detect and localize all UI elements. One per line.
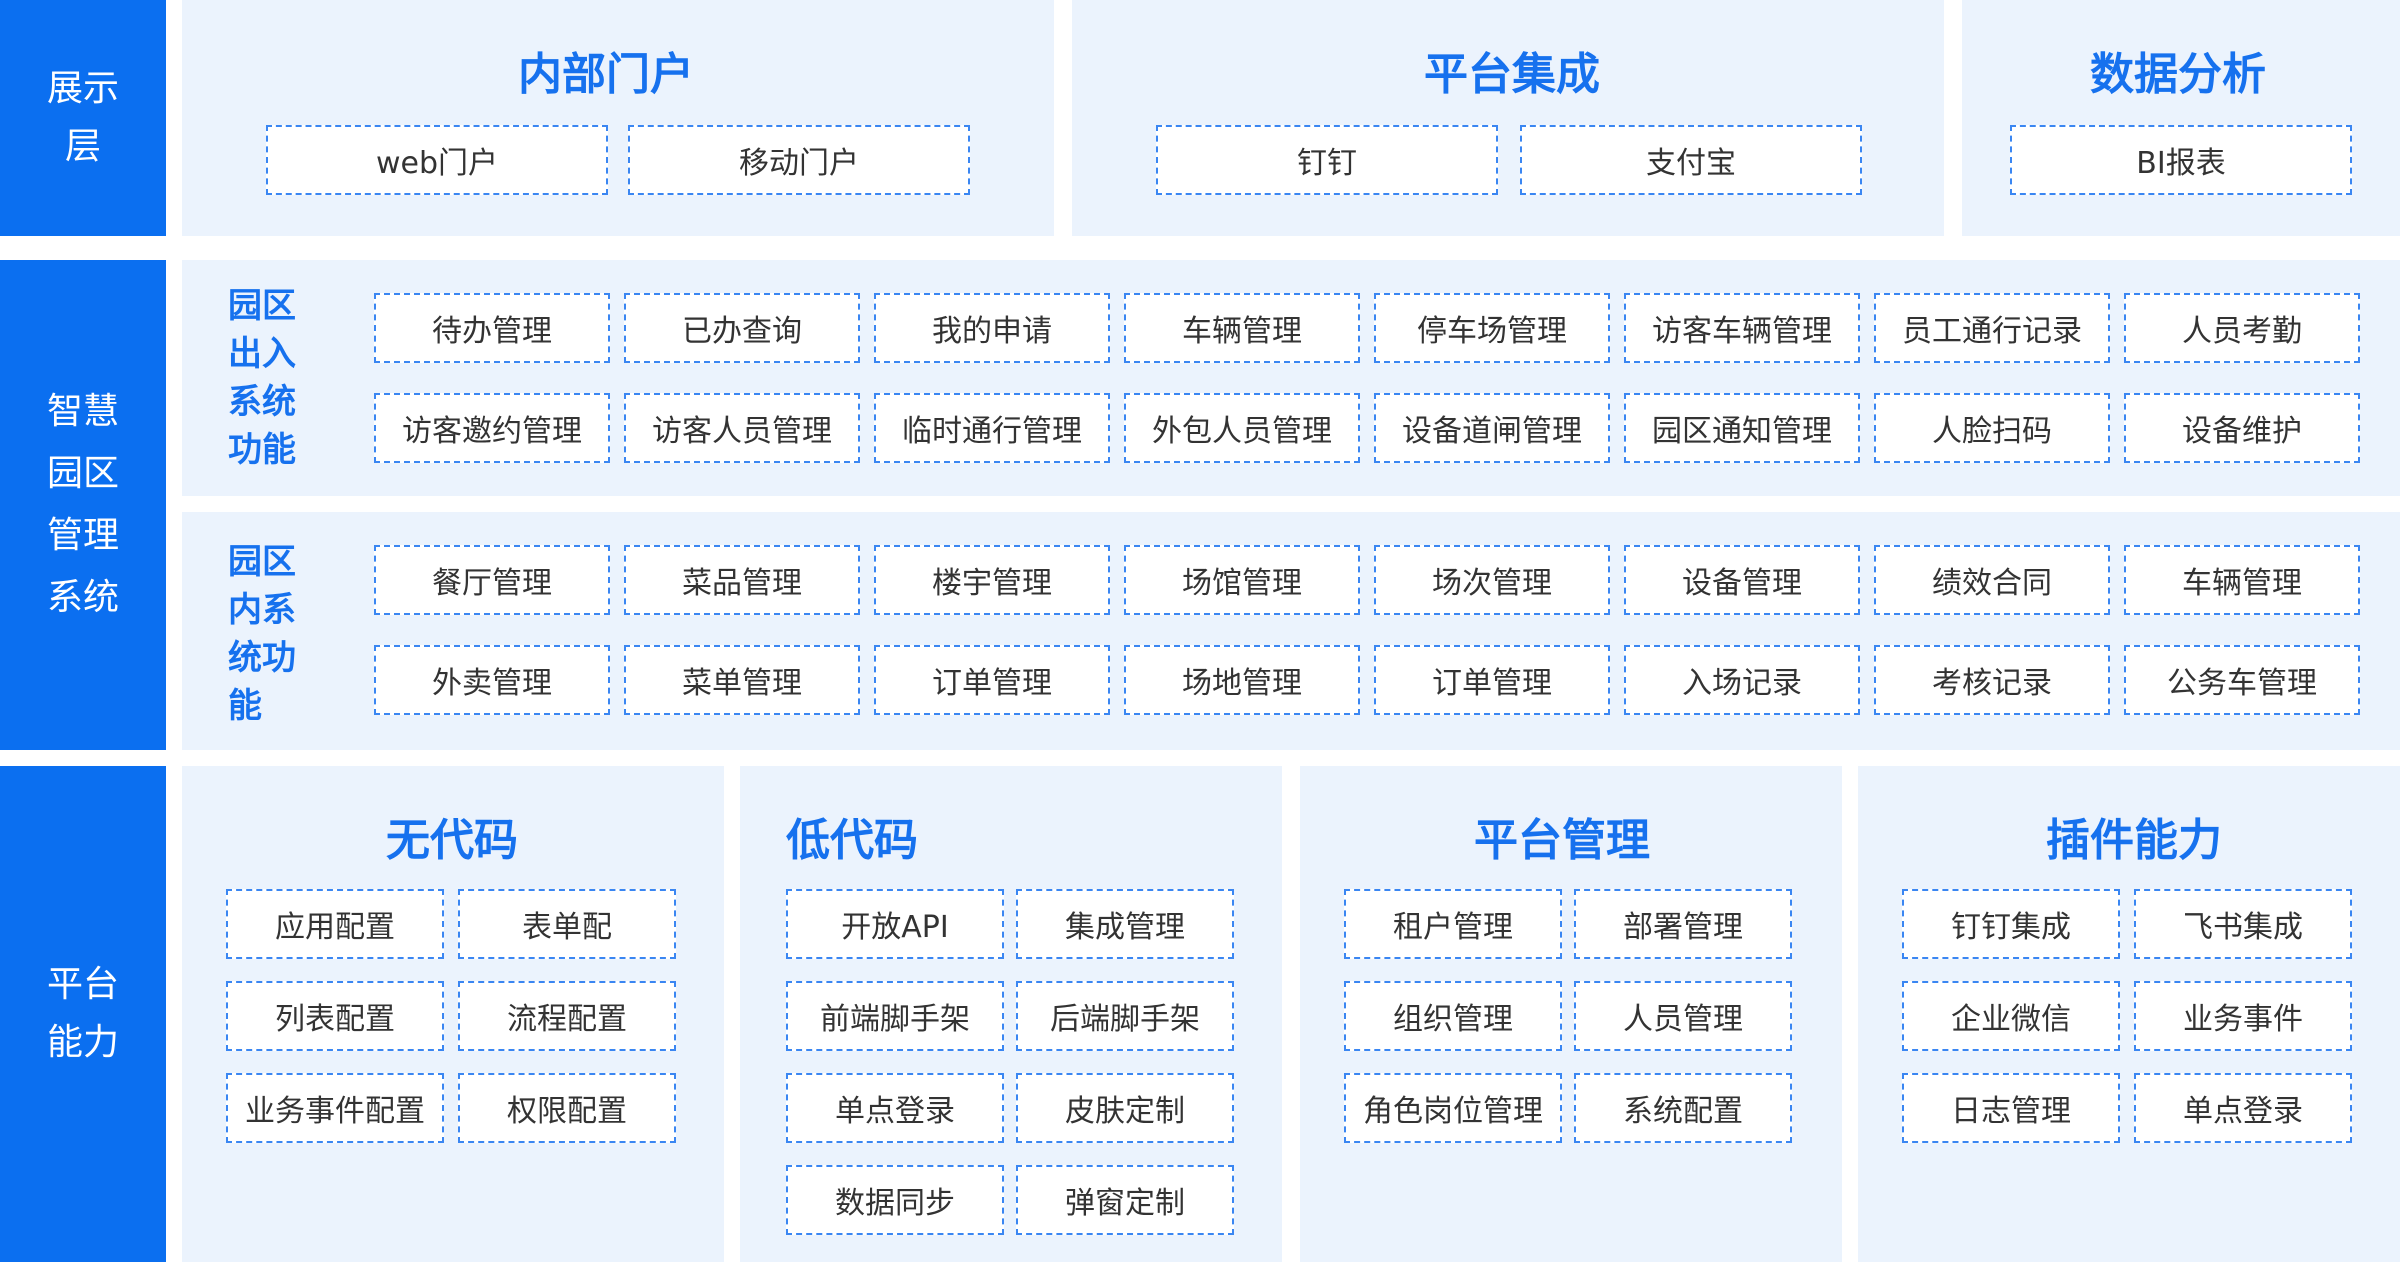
web-portal-box: web门户 [266, 125, 608, 195]
capability-box: 前端脚手架 [786, 981, 1004, 1051]
function-box: 场馆管理 [1124, 545, 1360, 615]
function-box: 入场记录 [1624, 645, 1860, 715]
capability-box: 集成管理 [1016, 889, 1234, 959]
capability-box: 皮肤定制 [1016, 1073, 1234, 1143]
function-box: 园区通知管理 [1624, 393, 1860, 463]
function-box: 人员考勤 [2124, 293, 2360, 363]
function-box: 访客人员管理 [624, 393, 860, 463]
capability-box: 应用配置 [226, 889, 444, 959]
layer-label-display: 展示层 [0, 0, 166, 236]
layer-label-smart-park: 智慧园区管理系统 [0, 260, 166, 750]
display-panel-portal [182, 0, 1054, 236]
capability-box: 列表配置 [226, 981, 444, 1051]
function-box: 设备维护 [2124, 393, 2360, 463]
function-box: 楼宇管理 [874, 545, 1110, 615]
display-panel-analytics [1962, 0, 2400, 236]
function-box: 设备管理 [1624, 545, 1860, 615]
capability-box: 单点登录 [2134, 1073, 2352, 1143]
capability-box: 表单配 [458, 889, 676, 959]
dingtalk-box: 钉钉 [1156, 125, 1498, 195]
park-access-label: 园区出入系统功能 [228, 286, 296, 470]
layer-label-display-text: 展示层 [46, 68, 119, 167]
function-box: 人脸扫码 [1874, 393, 2110, 463]
capability-box: 开放API [786, 889, 1004, 959]
capability-box: 人员管理 [1574, 981, 1792, 1051]
function-box: 设备道闸管理 [1374, 393, 1610, 463]
alipay-box: 支付宝 [1520, 125, 1862, 195]
capability-box: 企业微信 [1902, 981, 2120, 1051]
function-box: 员工通行记录 [1874, 293, 2110, 363]
function-box: 绩效合同 [1874, 545, 2110, 615]
function-box: 访客车辆管理 [1624, 293, 1860, 363]
function-box: 场地管理 [1124, 645, 1360, 715]
panel-title: 低代码 [786, 815, 918, 866]
panel-title: 内部门户 [518, 49, 694, 100]
capability-box: 弹窗定制 [1016, 1165, 1234, 1235]
capability-box: 系统配置 [1574, 1073, 1792, 1143]
capability-box: 流程配置 [458, 981, 676, 1051]
display-panel-integration [1072, 0, 1944, 236]
layer-label-platform: 平台能力 [0, 766, 166, 1262]
panel-title: 插件能力 [2046, 815, 2222, 866]
bi-report-box: BI报表 [2010, 125, 2352, 195]
panel-title: 无代码 [386, 815, 518, 866]
park-internal-label: 园区内系统功能 [228, 542, 296, 726]
mobile-portal-box: 移动门户 [628, 125, 970, 195]
capability-box: 业务事件配置 [226, 1073, 444, 1143]
capability-box: 业务事件 [2134, 981, 2352, 1051]
function-box: 访客邀约管理 [374, 393, 610, 463]
panel-title: 平台集成 [1424, 49, 1600, 100]
function-box: 临时通行管理 [874, 393, 1110, 463]
function-box: 车辆管理 [1124, 293, 1360, 363]
function-box: 餐厅管理 [374, 545, 610, 615]
capability-box: 部署管理 [1574, 889, 1792, 959]
panel-title: 平台管理 [1474, 815, 1650, 866]
function-box: 场次管理 [1374, 545, 1610, 615]
capability-box: 数据同步 [786, 1165, 1004, 1235]
function-box: 已办查询 [624, 293, 860, 363]
function-box: 订单管理 [874, 645, 1110, 715]
layer-label-platform-text: 平台能力 [46, 964, 119, 1063]
capability-box: 权限配置 [458, 1073, 676, 1143]
function-box: 待办管理 [374, 293, 610, 363]
capability-box: 组织管理 [1344, 981, 1562, 1051]
capability-box: 单点登录 [786, 1073, 1004, 1143]
function-box: 公务车管理 [2124, 645, 2360, 715]
capability-box: 钉钉集成 [1902, 889, 2120, 959]
capability-box: 租户管理 [1344, 889, 1562, 959]
function-box: 菜品管理 [624, 545, 860, 615]
function-box: 考核记录 [1874, 645, 2110, 715]
panel-title: 数据分析 [2090, 49, 2266, 100]
capability-box: 角色岗位管理 [1344, 1073, 1562, 1143]
function-box: 外卖管理 [374, 645, 610, 715]
function-box: 车辆管理 [2124, 545, 2360, 615]
function-box: 我的申请 [874, 293, 1110, 363]
function-box: 订单管理 [1374, 645, 1610, 715]
function-box: 停车场管理 [1374, 293, 1610, 363]
function-box: 菜单管理 [624, 645, 860, 715]
layer-label-smart-park-text: 智慧园区管理系统 [46, 391, 119, 618]
capability-box: 日志管理 [1902, 1073, 2120, 1143]
capability-box: 飞书集成 [2134, 889, 2352, 959]
capability-box: 后端脚手架 [1016, 981, 1234, 1051]
function-box: 外包人员管理 [1124, 393, 1360, 463]
